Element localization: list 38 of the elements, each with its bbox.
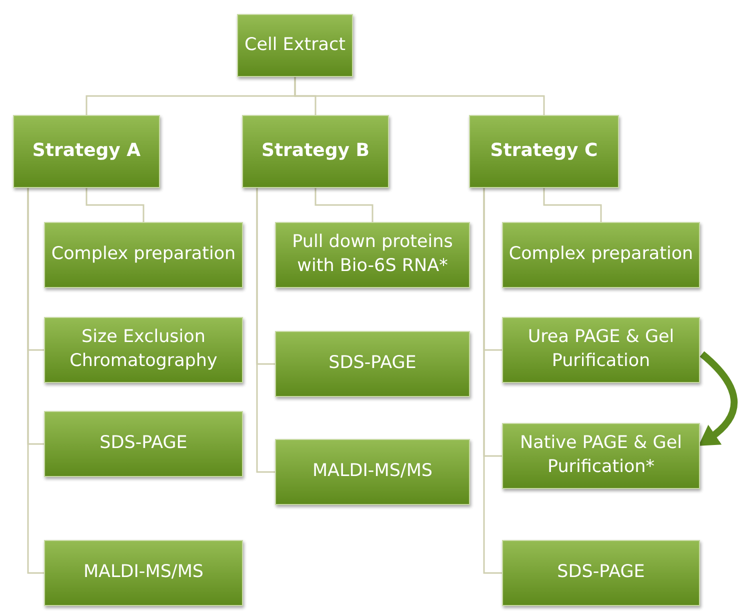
- step-label: SDS-PAGE: [328, 352, 418, 376]
- step-label: Strategy C: [489, 139, 599, 164]
- step-label: Urea PAGE & Gel Purification: [526, 326, 676, 373]
- step-label: MALDI-MS/MS: [82, 561, 205, 584]
- step-label: Native PAGE & Gel Purification*: [519, 432, 683, 479]
- step-label: SDS-PAGE: [98, 432, 188, 456]
- step-label: SDS-PAGE: [556, 561, 646, 584]
- step-label: Complex preparation: [508, 243, 694, 266]
- step-label: Pull down proteins with Bio-6S RNA*: [291, 231, 454, 278]
- step-label: Complex preparation: [50, 243, 237, 266]
- curved-arrow: [698, 351, 738, 446]
- step-label: Strategy A: [31, 139, 142, 164]
- process-box: [44, 411, 243, 477]
- process-box: [502, 317, 700, 383]
- process-box: [44, 222, 243, 288]
- step-label: Strategy B: [260, 139, 370, 164]
- process-box: [275, 331, 470, 397]
- process-box: [237, 14, 353, 77]
- process-box: [502, 423, 700, 489]
- process-box: [44, 540, 243, 606]
- connector-line: [86, 188, 144, 222]
- connector-line: [294, 77, 545, 115]
- connector-line: [256, 188, 275, 473]
- process-box: [502, 222, 700, 288]
- process-box: [469, 115, 619, 188]
- step-label: Size Exclusion Chromatography: [68, 326, 218, 373]
- process-box: [13, 115, 160, 188]
- connector-line: [543, 188, 602, 222]
- process-box: [275, 439, 470, 505]
- process-box: [44, 317, 243, 383]
- process-box: [242, 115, 389, 188]
- connector-line: [483, 188, 502, 574]
- connector-line: [27, 188, 44, 574]
- process-box: [502, 540, 700, 606]
- step-label: Cell Extract: [244, 34, 346, 57]
- process-box: [275, 222, 470, 288]
- step-label: MALDI-MS/MS: [311, 460, 434, 484]
- connector-line: [314, 188, 374, 222]
